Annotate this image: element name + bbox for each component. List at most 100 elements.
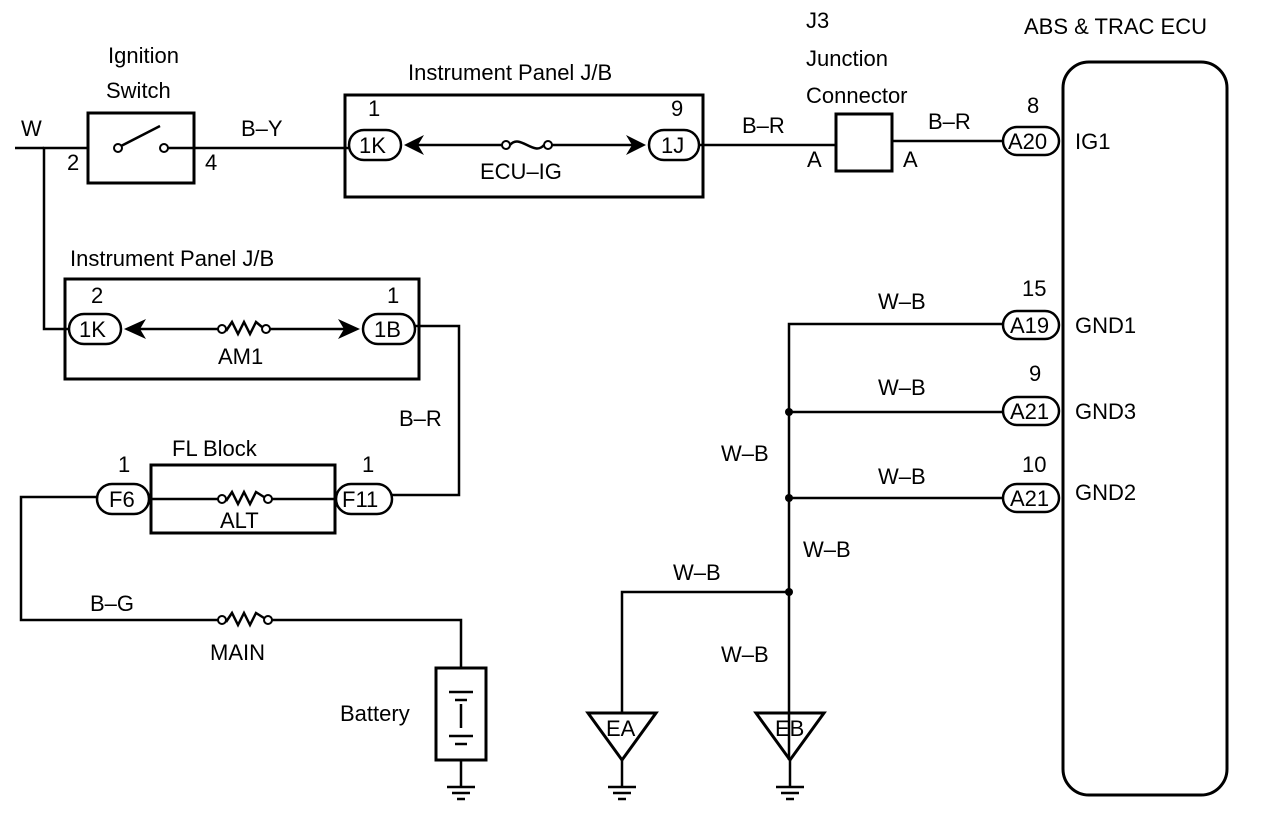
ecu-terminal-ig1: IG1 bbox=[1075, 129, 1110, 154]
fuse-am1-contact-l bbox=[217, 324, 227, 334]
ecu-pin-ig1: 8 bbox=[1027, 93, 1039, 118]
wire-wb-trunk2-label: W–B bbox=[803, 537, 851, 562]
ground-ea-label: EA bbox=[606, 716, 636, 741]
ip-jb-mid-title: Instrument Panel J/B bbox=[70, 246, 274, 271]
battery-label: Battery bbox=[340, 701, 410, 726]
fuse-ecu-ig-icon bbox=[509, 140, 545, 150]
fuse-alt-contact-r bbox=[263, 494, 273, 504]
j3-box bbox=[834, 112, 894, 173]
connector-1k-top-label: 1K bbox=[359, 133, 386, 158]
j3-pin-right: A bbox=[903, 147, 918, 172]
ecu-pin-gnd1: 15 bbox=[1022, 276, 1046, 301]
ecu-terminal-gnd1: GND1 bbox=[1075, 313, 1136, 338]
instrument-panel-jb-mid: Instrument Panel J/B 2 1 1K 1B AM1 bbox=[63, 246, 421, 381]
j3-junction-connector: J3 Junction Connector A A bbox=[806, 8, 918, 173]
instrument-panel-jb-top: Instrument Panel J/B 1 9 1K 1J ECU–IG bbox=[343, 60, 705, 199]
wire-br-1-label: B–R bbox=[742, 113, 785, 138]
j3-label-1: J3 bbox=[806, 8, 829, 33]
main-fuse: MAIN bbox=[210, 610, 273, 665]
fuse-ecu-ig-contact-r bbox=[543, 140, 553, 150]
connector-1j-label: 1J bbox=[661, 133, 684, 158]
ground-ea: EA bbox=[585, 711, 659, 801]
fuse-ecu-ig-label: ECU–IG bbox=[480, 159, 562, 184]
wire-w-label: W bbox=[21, 116, 42, 141]
j3-label-2: Junction bbox=[806, 46, 888, 71]
wire-wb-eb-label: W–B bbox=[721, 642, 769, 667]
ip-jb-mid-left-pin: 2 bbox=[91, 283, 103, 308]
j3-label-3: Connector bbox=[806, 83, 908, 108]
connector-a21-gnd3-label: A21 bbox=[1010, 399, 1049, 424]
ecu-pin-gnd3: 9 bbox=[1029, 361, 1041, 386]
wire-w bbox=[42, 146, 88, 331]
fuse-main-icon bbox=[224, 610, 265, 628]
wire-wb-gnd1 bbox=[787, 322, 1003, 760]
fl-block-left-pin: 1 bbox=[118, 452, 130, 477]
wire-bg bbox=[19, 495, 218, 622]
connector-a20-label: A20 bbox=[1008, 129, 1047, 154]
fuse-ecu-ig-contact-l bbox=[501, 140, 511, 150]
power-wires: W B–Y B–R B–R B–R B–G bbox=[15, 109, 1003, 668]
ip-jb-top-left-pin: 1 bbox=[368, 96, 380, 121]
connector-a21-gnd2-label: A21 bbox=[1010, 486, 1049, 511]
switch-blade bbox=[120, 124, 161, 148]
fuse-main-label: MAIN bbox=[210, 640, 265, 665]
ground-ea-triangle bbox=[585, 711, 659, 763]
wire-by-label: B–Y bbox=[241, 116, 283, 141]
abs-trac-ecu: ABS & TRAC ECU 8 A20 IG1 15 A19 GND1 9 A… bbox=[1001, 14, 1229, 797]
connector-1b bbox=[361, 312, 417, 346]
fl-block: FL Block 1 1 F6 F11 ALT bbox=[95, 436, 394, 535]
ignition-switch-label-1: Ignition bbox=[108, 43, 179, 68]
connector-arrow-left bbox=[404, 135, 424, 155]
connector-arrow-right bbox=[626, 135, 646, 155]
wire-wb-ea bbox=[620, 590, 789, 713]
wire-br-2-label: B–R bbox=[928, 109, 971, 134]
wire-br-3-label: B–R bbox=[399, 406, 442, 431]
splice-gnd2 bbox=[785, 494, 793, 502]
ignition-switch-pin-in: 2 bbox=[67, 150, 79, 175]
connector-arrow-left-mid bbox=[124, 319, 146, 339]
fuse-am1-icon bbox=[224, 319, 263, 337]
fl-block-right-pin: 1 bbox=[362, 452, 374, 477]
fuse-am1-contact-r bbox=[261, 324, 271, 334]
ecu-title: ABS & TRAC ECU bbox=[1024, 14, 1207, 39]
connector-a19-label: A19 bbox=[1010, 313, 1049, 338]
ground-eb-label: EB bbox=[775, 716, 804, 741]
ground-eb: EB bbox=[753, 711, 827, 801]
connector-arrow-right-mid bbox=[338, 319, 360, 339]
ip-jb-top-title: Instrument Panel J/B bbox=[408, 60, 612, 85]
fuse-alt-icon bbox=[224, 489, 265, 507]
wire-wb-ea-label: W–B bbox=[673, 560, 721, 585]
ignition-switch: Ignition Switch 2 4 bbox=[67, 43, 217, 185]
wire-wb-gnd2-label: W–B bbox=[878, 464, 926, 489]
battery: Battery bbox=[340, 666, 488, 801]
switch-contact-right bbox=[159, 143, 169, 153]
connector-1k-mid-label: 1K bbox=[79, 317, 106, 342]
ignition-switch-pin-out: 4 bbox=[205, 150, 217, 175]
connector-1k-top bbox=[347, 128, 403, 162]
wire-wb-trunk-label: W–B bbox=[721, 441, 769, 466]
ecu-pin-gnd2: 10 bbox=[1022, 452, 1046, 477]
ip-jb-mid-right-pin: 1 bbox=[387, 283, 399, 308]
wire-wb-gnd3-label: W–B bbox=[878, 375, 926, 400]
wire-bg-label: B–G bbox=[90, 591, 134, 616]
fuse-main-contact-l bbox=[217, 615, 227, 625]
connector-f11-label: F11 bbox=[342, 487, 378, 512]
wire-wb-gnd1-label: W–B bbox=[878, 289, 926, 314]
switch-contact-left bbox=[113, 143, 123, 153]
ip-jb-top-right-pin: 9 bbox=[671, 96, 683, 121]
fuse-am1-label: AM1 bbox=[218, 344, 263, 369]
fuse-alt-label: ALT bbox=[220, 508, 259, 533]
ignition-switch-label-2: Switch bbox=[106, 78, 171, 103]
ground-wires: W–B W–B W–B W–B W–B W–B W–B bbox=[620, 289, 1003, 760]
splice-gnd3 bbox=[785, 408, 793, 416]
wire-br-3 bbox=[392, 324, 461, 497]
fl-block-title: FL Block bbox=[172, 436, 258, 461]
connector-f6-label: F6 bbox=[109, 487, 135, 512]
fuse-main-contact-r bbox=[263, 615, 273, 625]
ground-eb-triangle bbox=[753, 711, 827, 763]
fuse-alt-contact-l bbox=[217, 494, 227, 504]
ecu-terminal-gnd2: GND2 bbox=[1075, 480, 1136, 505]
ecu-terminal-gnd3: GND3 bbox=[1075, 399, 1136, 424]
j3-pin-left: A bbox=[807, 147, 822, 172]
